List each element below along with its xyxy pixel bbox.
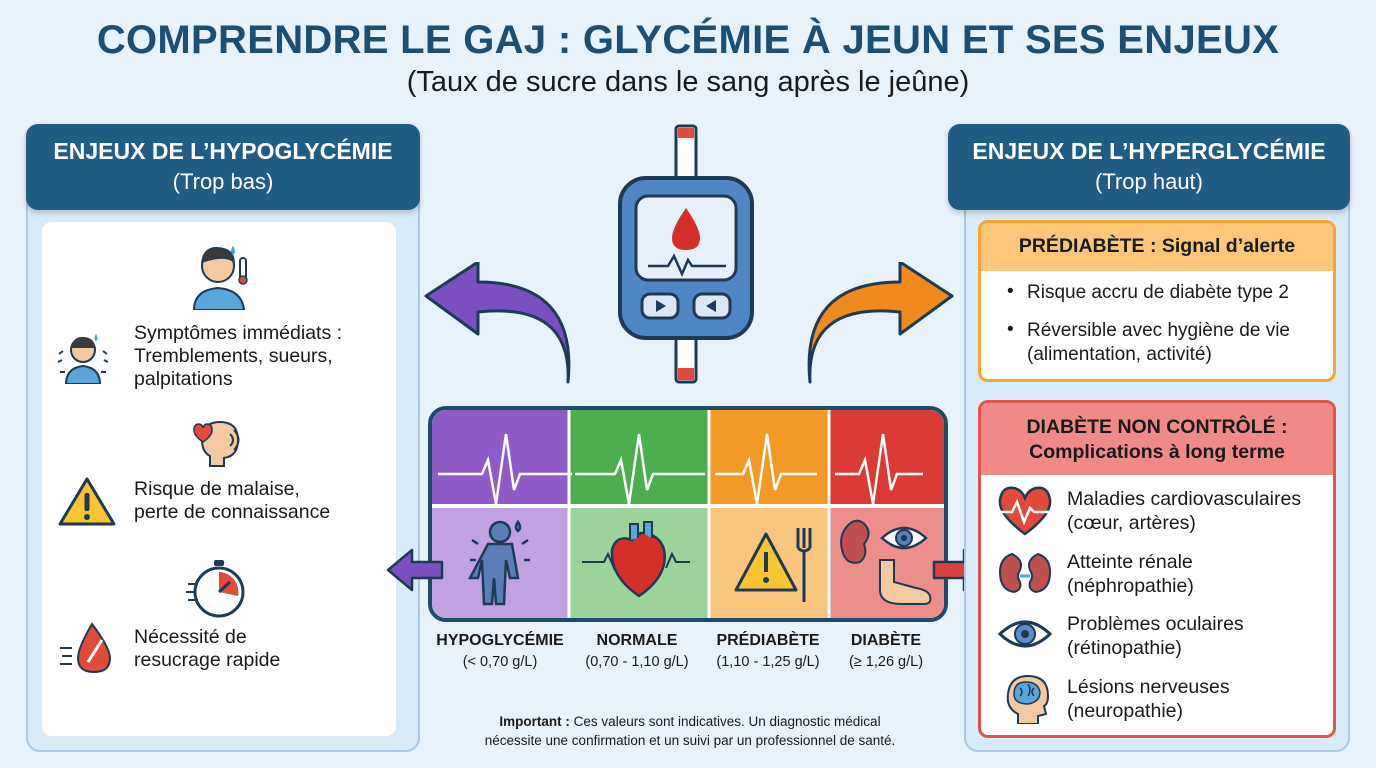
ecg-line bbox=[438, 433, 923, 505]
scale-top-hypoglycemia bbox=[432, 410, 569, 506]
bullet-dot-icon: • bbox=[1007, 281, 1014, 302]
kidneys-icon bbox=[998, 552, 1052, 594]
label-hypoglycemia: HYPOGLYCÉMIE bbox=[436, 632, 564, 649]
stopwatch-icon bbox=[186, 560, 245, 618]
note-line1: Ces valeurs sont indicatives. Un diagnos… bbox=[569, 714, 881, 729]
page-title: COMPRENDRE LE GAJ : GLYCÉMIE À JEUN ET S… bbox=[96, 18, 1280, 62]
range-normale: (0,70 - 1,10 g/L) bbox=[585, 654, 689, 670]
sweating-person-icon bbox=[192, 246, 248, 310]
dia-item-cardio: Maladies cardiovasculaires (cœur, artère… bbox=[1067, 488, 1302, 534]
palpitation-head-icon bbox=[193, 420, 240, 467]
label-diabete: DIABÈTE bbox=[850, 632, 922, 649]
warning-fork-icon bbox=[734, 528, 812, 602]
hypo-direction-arrow bbox=[424, 262, 571, 384]
hyperglycemia-panel-header: ENJEUX DE L’HYPERGLYCÉMIE (Trop haut) bbox=[948, 124, 1350, 210]
kidney-eye-foot-icon bbox=[840, 519, 932, 605]
important-note: Important : Ces valeurs sont indicatives… bbox=[440, 712, 940, 750]
dia-item-renal: Atteinte rénale (néphropathie) bbox=[1067, 551, 1194, 597]
prediabetes-bullet: • Risque accru de diabète type 2 bbox=[1007, 281, 1289, 303]
range-hypoglycemia: (< 0,70 g/L) bbox=[462, 654, 538, 670]
note-bold: Important : bbox=[499, 714, 570, 729]
label-prediabete: PRÉDIABÈTE bbox=[716, 632, 820, 649]
trembling-person-icon bbox=[57, 334, 109, 384]
hyper-direction-arrow bbox=[807, 262, 954, 384]
scale-top-prediabete bbox=[709, 410, 829, 506]
hypoglycemia-subheading: (Trop bas) bbox=[172, 169, 274, 194]
label-normale: NORMALE bbox=[596, 632, 678, 649]
bullet-dot-icon: • bbox=[1007, 319, 1014, 340]
hyperglycemia-subheading: (Trop haut) bbox=[1094, 169, 1203, 194]
heart-organ-icon bbox=[582, 521, 690, 598]
prediabetes-bullet: • Réversible avec hygiène de vie (alimen… bbox=[1007, 319, 1290, 365]
glucometer-icon bbox=[618, 124, 754, 384]
heart-ecg-icon bbox=[996, 486, 1054, 536]
hypo-item-symptoms: Symptômes immédiats : Tremblements, sueu… bbox=[134, 322, 343, 390]
hypo-item-resucrage: Nécessité de resucrage rapide bbox=[134, 626, 281, 671]
dia-item-ocular: Problèmes oculaires (rétinopathie) bbox=[1067, 613, 1244, 659]
range-prediabete: (1,10 - 1,25 g/L) bbox=[716, 654, 820, 670]
hypo-scale-arrow bbox=[386, 548, 444, 592]
scale-top-normale bbox=[569, 410, 709, 506]
diabetes-card-title: DIABÈTE NON CONTRÔLÉ : Complications à l… bbox=[981, 403, 1333, 475]
prediabetes-card: PRÉDIABÈTE : Signal d’alerte • Risque ac… bbox=[978, 220, 1336, 382]
range-diabete: (≥ 1,26 g/L) bbox=[848, 654, 924, 670]
note-line2: nécessite une confirmation et un suivi p… bbox=[484, 733, 896, 748]
page-subtitle: (Taux de sucre dans le sang après le jeû… bbox=[406, 66, 970, 98]
hypoglycemia-heading: ENJEUX DE L’HYPOGLYCÉMIE bbox=[53, 138, 393, 164]
blood-drop-fast-icon bbox=[60, 622, 112, 674]
scale-overlay bbox=[432, 410, 944, 618]
eye-icon bbox=[998, 620, 1052, 648]
warning-icon bbox=[58, 477, 116, 526]
hypo-item-malaise: Risque de malaise, perte de connaissance bbox=[134, 478, 331, 523]
hyperglycemia-heading: ENJEUX DE L’HYPERGLYCÉMIE bbox=[972, 138, 1326, 164]
trembling-figure-icon bbox=[467, 519, 530, 606]
dia-item-nerve: Lésions nerveuses (neuropathie) bbox=[1067, 676, 1230, 722]
prediabetes-card-title: PRÉDIABÈTE : Signal d’alerte bbox=[981, 223, 1333, 271]
glycemia-scale bbox=[428, 406, 948, 622]
brain-head-icon bbox=[1006, 674, 1050, 724]
hypoglycemia-panel-header: ENJEUX DE L’HYPOGLYCÉMIE (Trop bas) bbox=[26, 124, 420, 210]
